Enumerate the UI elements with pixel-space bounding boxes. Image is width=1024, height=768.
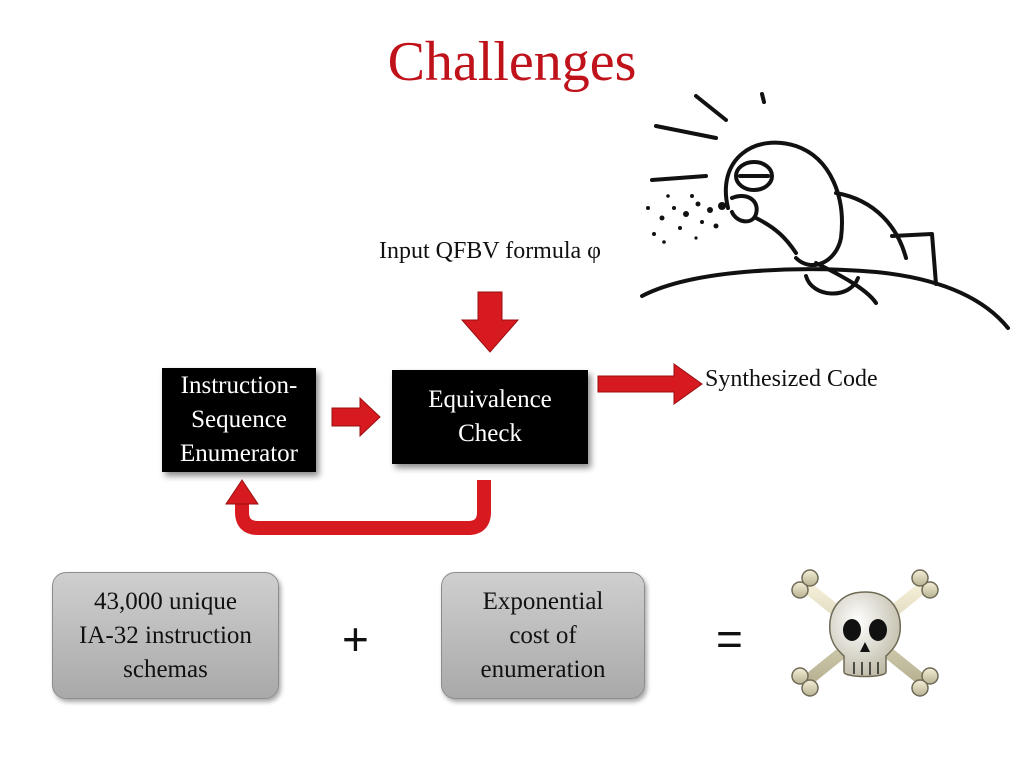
plus-operator: + bbox=[342, 613, 369, 665]
schemas-line-3: schemas bbox=[123, 655, 208, 683]
spit-take-meme-icon bbox=[640, 92, 1010, 330]
equivalence-line-1: Equivalence bbox=[428, 386, 552, 413]
schemas-line-2: IA-32 instruction bbox=[79, 621, 252, 649]
enumerator-to-check-arrow bbox=[331, 396, 381, 438]
cost-line-2: cost of bbox=[509, 621, 577, 649]
enumerator-line-3: Enumerator bbox=[179, 440, 298, 467]
equals-operator: = bbox=[716, 613, 743, 665]
cost-line-3: enumeration bbox=[480, 655, 606, 683]
skull-crossbones-icon bbox=[791, 569, 939, 697]
instruction-schemas-box: 43,000 unique IA-32 instruction schemas bbox=[52, 572, 279, 699]
enumeration-cost-box: Exponential cost of enumeration bbox=[441, 572, 645, 699]
slide-title: Challenges bbox=[387, 31, 637, 93]
synthesized-code-label: Synthesized Code bbox=[705, 366, 878, 392]
enumerator-line-1: Instruction- bbox=[180, 372, 298, 399]
check-to-output-arrow bbox=[597, 363, 703, 405]
input-formula-label: Input QFBV formula φ bbox=[378, 238, 602, 264]
schemas-line-1: 43,000 unique bbox=[93, 587, 238, 615]
equivalence-check-box: Equivalence Check bbox=[392, 370, 588, 464]
cost-line-1: Exponential bbox=[482, 587, 604, 615]
input-down-arrow bbox=[460, 291, 520, 353]
feedback-loop-arrow bbox=[225, 479, 491, 535]
equivalence-line-2: Check bbox=[458, 420, 522, 447]
enumerator-line-2: Sequence bbox=[191, 406, 287, 433]
instruction-sequence-enumerator-box: Instruction- Sequence Enumerator bbox=[162, 368, 316, 472]
